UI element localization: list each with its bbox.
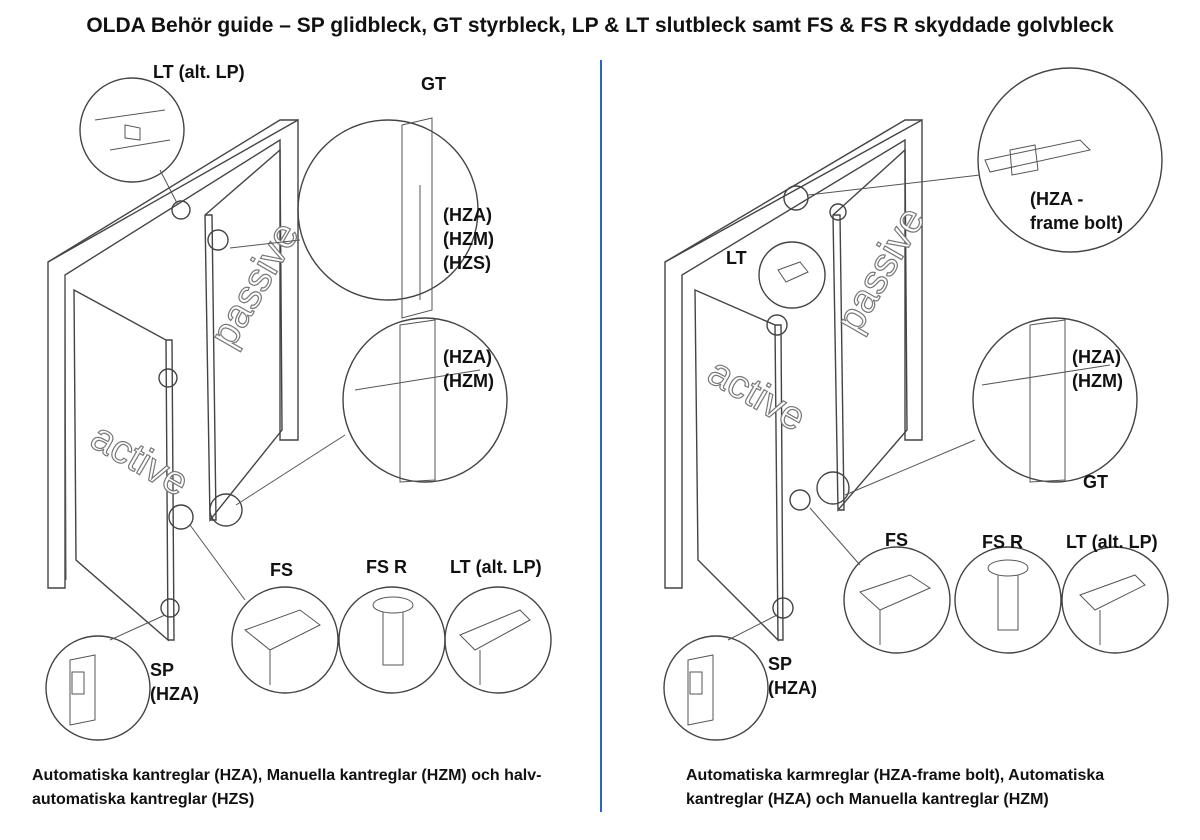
- left-passive-door: passive: [201, 148, 308, 522]
- right-zoom-frame-bolt: [807, 67, 1163, 253]
- left-label-hza-hzm-hzs: (HZA) (HZM) (HZS): [443, 205, 494, 273]
- right-passive-door: passive: [827, 148, 934, 512]
- left-zoom-lt-bottom: [444, 586, 552, 694]
- right-zoom-gt: [844, 317, 1138, 496]
- left-zoom-fsr: [338, 586, 446, 694]
- left-zoom-lt-top: [79, 77, 185, 206]
- left-active-door: active: [73, 288, 197, 642]
- left-label-sp: SP (HZA): [150, 660, 199, 704]
- right-door-active-label: active: [701, 350, 813, 440]
- left-door-frame: [47, 118, 299, 589]
- left-door-active-label: active: [84, 415, 196, 505]
- left-label-lt-top: LT (alt. LP): [153, 62, 245, 82]
- right-zoom-sp: [663, 614, 778, 741]
- right-label-fs: FS: [885, 530, 909, 550]
- right-label-sp: SP (HZA): [768, 654, 817, 698]
- right-label-lt: LT: [726, 248, 747, 268]
- right-zoom-lt-alt: [1061, 546, 1169, 654]
- right-label-gt: GT: [1083, 472, 1108, 492]
- right-label-hza-hzm: (HZA) (HZM): [1072, 347, 1123, 391]
- left-label-fs: FS: [270, 560, 294, 580]
- right-caption: Automatiska karmreglar (HZA-frame bolt),…: [686, 767, 1105, 808]
- left-zoom-gt-top: [229, 117, 479, 319]
- right-label-fsr: FS R: [982, 532, 1024, 552]
- left-label-gt: GT: [421, 74, 446, 94]
- right-label-frame-bolt: (HZA - frame bolt): [1030, 189, 1124, 233]
- left-caption: Automatiska kantreglar (HZA), Manuella k…: [32, 767, 542, 808]
- left-label-lt-bottom: LT (alt. LP): [450, 557, 542, 577]
- right-zoom-lt: [758, 241, 826, 309]
- left-label-fsr: FS R: [366, 557, 408, 577]
- right-zoom-fsr: [954, 546, 1062, 654]
- left-label-hza-hzm: (HZA) (HZM): [443, 347, 494, 391]
- left-zoom-fs: [189, 524, 339, 694]
- left-zoom-sp: [45, 614, 166, 741]
- right-door-passive-label: passive: [828, 200, 934, 339]
- right-label-lt-alt: LT (alt. LP): [1066, 532, 1158, 552]
- right-active-door: active: [694, 288, 814, 642]
- page-title: OLDA Behör guide – SP glidbleck, GT styr…: [86, 14, 1114, 37]
- left-door-passive-label: passive: [202, 215, 308, 354]
- panel-divider: [600, 60, 602, 812]
- left-zoom-gt-bottom: [235, 317, 508, 506]
- right-zoom-fs: [809, 507, 951, 654]
- right-door-frame: [664, 118, 923, 589]
